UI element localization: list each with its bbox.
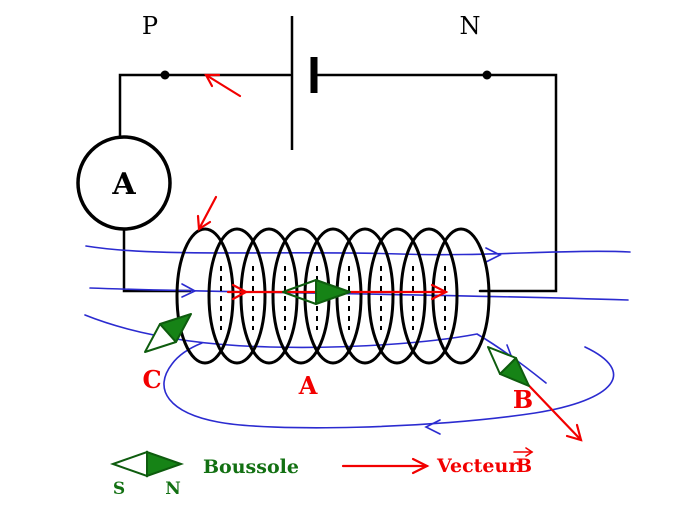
- field-arrow-return: [424, 419, 441, 435]
- legend-vecteur-symbol: B: [516, 455, 532, 477]
- labels: P N C A B: [142, 12, 533, 414]
- compass-b-north: [499, 357, 530, 387]
- legend-vecteur-label: Vecteur: [436, 455, 519, 477]
- field-arrow-middle: [181, 283, 197, 298]
- legend-compass-north-half: [146, 450, 185, 478]
- terminal-n-label: N: [460, 12, 481, 40]
- compass-c-north: [159, 313, 192, 343]
- legend-north-label: N: [165, 479, 181, 499]
- field-arrow-top: [485, 247, 502, 263]
- junction-dot-p: [160, 70, 170, 80]
- terminal-p-label: P: [142, 12, 158, 40]
- circuit-wires: [118, 73, 558, 293]
- compass-center: [282, 279, 351, 305]
- compass-b-label: B: [513, 385, 533, 414]
- legend-compass-south-half: [109, 450, 148, 478]
- legend-south-label: S: [113, 479, 125, 499]
- compass-c-label: C: [142, 365, 161, 394]
- compass-center-north: [315, 279, 351, 305]
- legend: S N Boussole Vecteur B: [109, 447, 534, 499]
- field-line-top: [85, 245, 631, 256]
- legend-compass-icon: [109, 450, 185, 478]
- compass-c: [144, 313, 192, 353]
- ammeter: A: [76, 135, 172, 231]
- junction-dot-n: [482, 70, 492, 80]
- current-arrow-top: [204, 73, 242, 98]
- legend-vector-arrow-icon: [341, 457, 430, 475]
- current-arrow-coil-entry: [196, 195, 218, 231]
- junction-dots: [160, 70, 492, 80]
- compasses: [144, 279, 530, 387]
- field-line-return-loop: [163, 342, 615, 429]
- solenoid-hidden-turns: [220, 266, 446, 330]
- ammeter-label: A: [111, 167, 136, 202]
- battery: [290, 16, 318, 150]
- legend-vector-overbar-icon: [513, 447, 534, 457]
- compass-b: [487, 346, 530, 387]
- coil-a-label: A: [298, 371, 318, 400]
- legend-boussole-label: Boussole: [203, 456, 299, 478]
